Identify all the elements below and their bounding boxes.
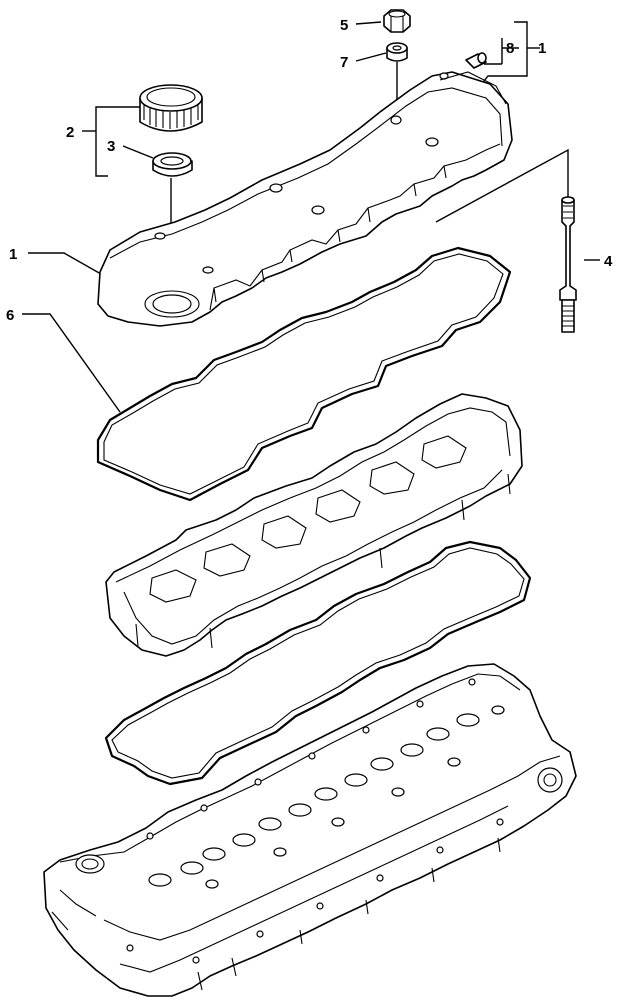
nut-part [383, 9, 411, 33]
injector-bores [205, 705, 505, 889]
callout-3: 3 [107, 138, 115, 155]
head-bolt-holes [126, 678, 504, 964]
callout-7: 7 [340, 54, 348, 71]
rocker-pedestals [149, 435, 467, 603]
callout-labels: 5 7 8 1 2 3 1 6 4 [6, 17, 613, 324]
valve-cover-part [97, 71, 513, 327]
breather-plug-part [465, 52, 487, 69]
cylinder-head-part [43, 663, 577, 997]
callout-8: 8 [506, 40, 514, 57]
leader-lines [22, 21, 600, 413]
lower-gasket-part [104, 540, 532, 786]
callout-6: 6 [6, 307, 14, 324]
filler-cap-part [139, 84, 203, 132]
washer-part [386, 42, 408, 62]
gasket-part [96, 246, 512, 502]
callout-1-left: 1 [9, 246, 17, 263]
valve-bores [148, 713, 480, 887]
rocker-housing-part [105, 393, 523, 657]
callout-1-top: 1 [538, 40, 546, 57]
stud-part [559, 196, 577, 333]
callout-4: 4 [604, 253, 613, 270]
callout-5: 5 [340, 17, 348, 34]
seal-ring-part [152, 152, 193, 177]
callout-2: 2 [66, 124, 74, 141]
